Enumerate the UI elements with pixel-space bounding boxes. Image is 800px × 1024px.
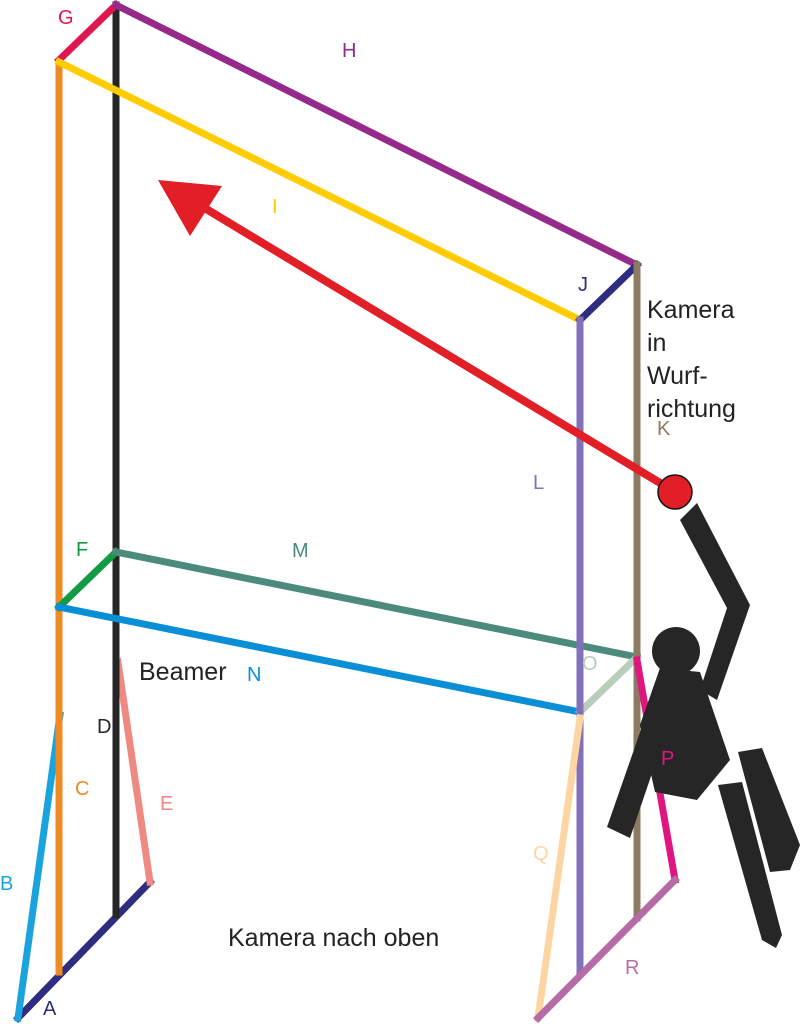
throw-arrow-shaft bbox=[192, 198, 681, 498]
figure-leg-back bbox=[738, 748, 800, 872]
label-H: H bbox=[342, 40, 356, 62]
edge-M bbox=[111, 547, 642, 662]
beamer-label: Beamer bbox=[139, 658, 227, 686]
throw-arrow-head bbox=[158, 180, 222, 236]
label-D: D bbox=[97, 716, 111, 738]
edge-H bbox=[111, 0, 642, 270]
label-C: C bbox=[75, 778, 89, 800]
camera-throw-direction-line3: Wurf- bbox=[647, 362, 708, 390]
label-O: O bbox=[582, 653, 598, 675]
person-throwing-icon bbox=[607, 503, 800, 948]
label-B: B bbox=[0, 873, 13, 895]
edge-F bbox=[54, 547, 121, 612]
edge-B bbox=[14, 711, 64, 1022]
edge-A bbox=[13, 877, 155, 1023]
figure-torso bbox=[640, 668, 730, 800]
camera-throw-direction-line2: in bbox=[647, 329, 666, 357]
edge-N bbox=[54, 602, 585, 717]
arrow-icon bbox=[158, 180, 681, 498]
label-R: R bbox=[625, 957, 639, 979]
label-K: K bbox=[657, 418, 671, 440]
label-G: G bbox=[58, 7, 74, 29]
edge-O bbox=[575, 652, 642, 717]
label-A: A bbox=[43, 998, 57, 1020]
camera-throw-direction-line4: richtung bbox=[647, 395, 736, 423]
label-M: M bbox=[292, 540, 309, 562]
label-L: L bbox=[533, 472, 544, 494]
label-E: E bbox=[160, 793, 173, 815]
camera-up-label: Kamera nach oben bbox=[228, 924, 439, 952]
figure-throwing-arm bbox=[680, 503, 750, 700]
label-P: P bbox=[661, 748, 674, 770]
edge-R bbox=[533, 875, 680, 1023]
edge-G bbox=[54, 0, 121, 65]
figure-front-arm bbox=[607, 718, 665, 838]
edge-E bbox=[114, 658, 154, 886]
label-Q: Q bbox=[533, 843, 549, 865]
edge-Q bbox=[534, 714, 584, 1022]
camera-throw-direction-line1: Kamera bbox=[647, 296, 735, 324]
label-F: F bbox=[76, 539, 88, 561]
label-J: J bbox=[578, 274, 588, 296]
edge-I bbox=[54, 57, 585, 325]
label-I: I bbox=[272, 196, 278, 218]
figure-leg-front bbox=[718, 782, 782, 948]
figure-head bbox=[652, 627, 700, 675]
edge-J bbox=[575, 260, 642, 325]
label-N: N bbox=[247, 664, 261, 686]
ball-icon bbox=[657, 474, 693, 510]
